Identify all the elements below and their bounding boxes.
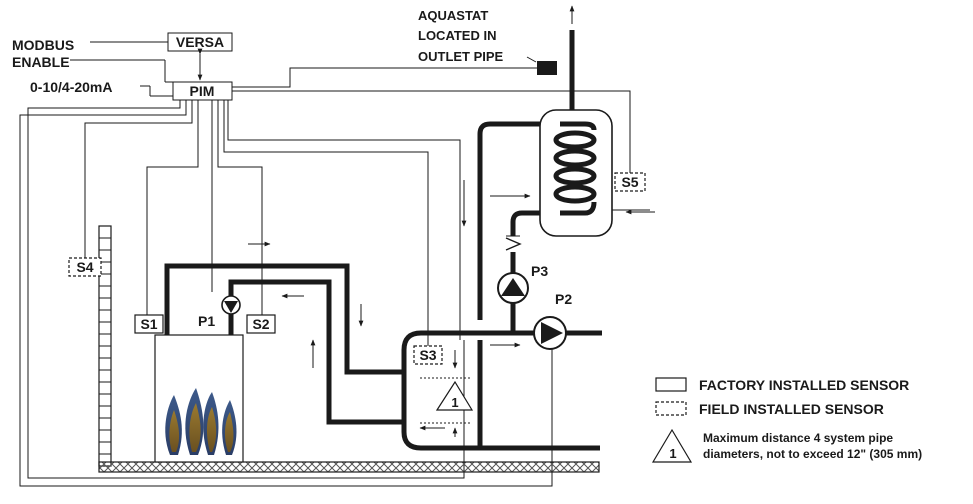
pump-p2-icon <box>533 316 567 350</box>
pim-wiring <box>19 67 631 487</box>
pim-label: PIM <box>190 83 215 99</box>
sensor-s4-label: S4 <box>76 259 93 275</box>
versa-label: VERSA <box>176 34 224 50</box>
indirect-water-heater <box>539 5 655 237</box>
check-valve-icon <box>505 237 522 251</box>
sensor-s3-label: S3 <box>419 347 436 363</box>
hydraulic-separator <box>401 330 600 451</box>
legend-note-line1: Maximum distance 4 system pipe <box>703 431 893 445</box>
sensor-s4: S4 <box>68 257 102 277</box>
chimney-wall <box>98 225 112 467</box>
pump-p2-label: P2 <box>555 291 572 307</box>
legend-note-number: 1 <box>669 446 676 461</box>
versa-box: VERSA <box>167 32 233 52</box>
pump-p1-icon <box>221 295 241 315</box>
sensor-s5-label: S5 <box>621 174 638 190</box>
analog-input-label: 0-10/4-20mA <box>30 79 113 95</box>
aquastat-label-line1: AQUASTAT <box>418 8 488 23</box>
burner-flames-icon <box>165 388 237 455</box>
legend-note-line2: diameters, not to exceed 12" (305 mm) <box>703 447 922 461</box>
aquastat-label-line3: OUTLET PIPE <box>418 49 504 64</box>
enable-label: ENABLE <box>12 54 70 70</box>
note-1-triangle-icon: 1 <box>435 380 474 411</box>
sensor-s2: S2 <box>246 314 276 334</box>
pim-box: PIM <box>172 81 233 101</box>
sensor-s1-label: S1 <box>140 316 157 332</box>
sensor-s1: S1 <box>134 314 164 334</box>
heat-exchanger-coil-icon <box>553 121 597 216</box>
legend-factory-label: FACTORY INSTALLED SENSOR <box>699 377 909 393</box>
aquastat-sensor <box>537 61 557 75</box>
indirect-tank-piping <box>477 121 560 333</box>
note-1-number: 1 <box>451 395 458 410</box>
legend-field-label: FIELD INSTALLED SENSOR <box>699 401 884 417</box>
aquastat-label-line2: LOCATED IN <box>418 28 496 43</box>
pump-p3-label: P3 <box>531 263 548 279</box>
pump-p3-icon <box>497 272 529 304</box>
modbus-label: MODBUS <box>12 37 74 53</box>
floor <box>98 461 600 473</box>
legend: FACTORY INSTALLED SENSOR FIELD INSTALLED… <box>651 377 922 463</box>
sensor-s3: S3 <box>413 345 443 365</box>
legend-factory-swatch <box>655 377 687 392</box>
sensor-s5: S5 <box>614 172 646 192</box>
legend-note-triangle-icon: 1 <box>651 428 693 463</box>
legend-field-swatch <box>655 401 687 416</box>
pump-p1-label: P1 <box>198 313 215 329</box>
sensor-s2-label: S2 <box>252 316 269 332</box>
